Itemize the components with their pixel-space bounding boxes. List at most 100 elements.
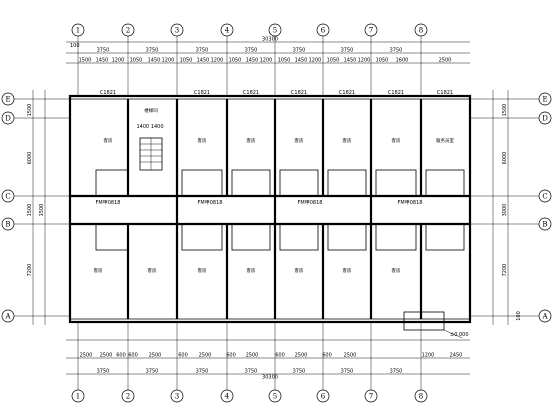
top-seg-20: 1600 — [396, 58, 409, 64]
room-label-l1: 客房 — [94, 267, 103, 274]
top-seg-1: 1500 — [79, 58, 92, 64]
bottom-bay-2: 3750 — [146, 369, 159, 375]
window-tag-2: C1821 — [194, 90, 210, 96]
top-seg-14: 1450 — [295, 58, 308, 64]
axis-label-B-right: B — [542, 221, 547, 229]
axis-label-D-right: D — [542, 115, 548, 123]
top-end-dim: 100 — [70, 43, 80, 49]
room-labels: 客房 客房 客房 客房 客房 客房 服务员室 客房 客房 客房 客房 客房 客房… — [94, 137, 455, 274]
bottom-axis-bubbles: 1 2 3 4 5 6 7 8 — [71, 389, 428, 403]
bottom-bay-6: 3750 — [341, 369, 354, 375]
window-tag-3: C1821 — [243, 90, 259, 96]
door-tag-4: FM甲0818 — [398, 200, 423, 206]
top-seg-15: 1200 — [309, 58, 322, 64]
entrance-detail: ±0.000 — [403, 311, 469, 339]
bottom-seg-7: 2500 — [199, 353, 212, 359]
bottom-seg-3: 600 — [116, 353, 126, 359]
bathroom-blocks — [95, 169, 465, 251]
bottom-dimensions: 2500 2500 600 600 2500 600 2500 600 2500… — [66, 339, 470, 381]
axis-leader-lines — [14, 36, 539, 390]
right-dim-2: 6000 — [502, 152, 508, 165]
axis-label-6-bottom: 6 — [321, 393, 326, 401]
bottom-bay-4: 3750 — [245, 369, 258, 375]
axis-label-5-bottom: 5 — [273, 393, 277, 401]
axis-label-6-top: 6 — [321, 27, 326, 35]
side-dimensions: 1500 6000 1500 7200 1500 1500 6000 3000 … — [27, 90, 522, 325]
axis-label-E-left: E — [5, 96, 10, 104]
bottom-seg-14: 1200 — [422, 353, 435, 359]
door-tag-3: FM甲0818 — [298, 200, 323, 206]
axis-label-D-left: D — [5, 115, 11, 123]
axis-label-C-left: C — [5, 193, 10, 201]
room-label-u2: 客房 — [198, 137, 207, 144]
axis-label-7-top: 7 — [369, 27, 373, 35]
bottom-seg-1: 2500 — [80, 353, 93, 359]
bottom-seg-9: 2500 — [246, 353, 259, 359]
top-seg-13: 1050 — [278, 58, 291, 64]
axis-label-3-top: 3 — [175, 27, 179, 35]
axis-label-A-right: A — [541, 313, 548, 321]
axis-label-B-left: B — [5, 221, 10, 229]
bottom-bay-5: 3750 — [293, 369, 306, 375]
top-seg-6: 1200 — [162, 58, 175, 64]
bottom-seg-12: 600 — [322, 353, 332, 359]
bottom-seg-8: 600 — [226, 353, 236, 359]
top-bay-5: 3750 — [293, 48, 306, 54]
top-seg-18: 1200 — [358, 58, 371, 64]
room-label-l7: 客房 — [392, 267, 401, 274]
window-tag-7: C1821 — [437, 90, 453, 96]
room-label-l2: 客房 — [148, 267, 157, 274]
window-tag-6: C1821 — [388, 90, 404, 96]
top-seg-19: 1050 — [376, 58, 389, 64]
top-seg-9: 1200 — [211, 58, 224, 64]
axis-label-4-bottom: 4 — [225, 393, 230, 401]
window-tag-4: C1821 — [291, 90, 307, 96]
top-seg-21: 2500 — [439, 58, 452, 64]
axis-label-C-right: C — [542, 193, 547, 201]
top-seg-12: 1200 — [260, 58, 273, 64]
top-dimensions: 30300 100 3750 3750 3750 3750 3750 3750 … — [66, 37, 470, 64]
top-bay-2: 3750 — [146, 48, 159, 54]
door-tag-2: FM甲0818 — [198, 200, 223, 206]
window-tag-5: C1821 — [339, 90, 355, 96]
top-seg-17: 1450 — [344, 58, 357, 64]
axis-label-5-top: 5 — [273, 27, 277, 35]
left-dim-2: 6000 — [27, 152, 33, 165]
axis-label-8-bottom: 8 — [419, 393, 423, 401]
level-note: ±0.000 — [450, 332, 469, 338]
left-dim-3: 1500 — [27, 204, 33, 217]
top-seg-8: 1450 — [197, 58, 210, 64]
room-label-u4: 客房 — [295, 137, 304, 144]
top-bay-7: 3750 — [390, 48, 403, 54]
room-label-u5: 客房 — [343, 137, 352, 144]
top-bay-3: 3750 — [196, 48, 209, 54]
bottom-seg-2: 2500 — [100, 353, 113, 359]
top-seg-4: 1050 — [130, 58, 143, 64]
bottom-total-dim: 30300 — [262, 375, 278, 381]
right-dim-5: 100 — [516, 311, 522, 321]
axis-label-E-right: E — [542, 96, 547, 104]
bottom-seg-10: 600 — [275, 353, 285, 359]
top-seg-5: 1450 — [148, 58, 161, 64]
top-seg-3: 1200 — [112, 58, 125, 64]
stair-label: 楼梯间 — [144, 107, 158, 114]
top-bay-4: 3750 — [245, 48, 258, 54]
axis-label-4-top: 4 — [225, 27, 230, 35]
partition-walls — [126, 99, 423, 319]
room-label-u1: 客房 — [104, 137, 113, 144]
axis-label-1-bottom: 1 — [76, 393, 80, 401]
right-dim-3: 3000 — [502, 204, 508, 217]
bottom-seg-11: 2500 — [295, 353, 308, 359]
top-seg-11: 1450 — [246, 58, 259, 64]
room-label-l4: 客房 — [247, 267, 256, 274]
bottom-bay-1: 3750 — [97, 369, 110, 375]
top-seg-7: 1050 — [180, 58, 193, 64]
top-seg-2: 1450 — [96, 58, 109, 64]
room-label-l3: 客房 — [198, 267, 207, 274]
axis-label-1-top: 1 — [76, 27, 80, 35]
top-seg-16: 1050 — [327, 58, 340, 64]
bottom-bay-3: 3750 — [196, 369, 209, 375]
right-dim-1: 1500 — [502, 104, 508, 117]
bottom-seg-5: 2500 — [149, 353, 162, 359]
right-axis-bubbles: E D C B A — [538, 92, 552, 323]
